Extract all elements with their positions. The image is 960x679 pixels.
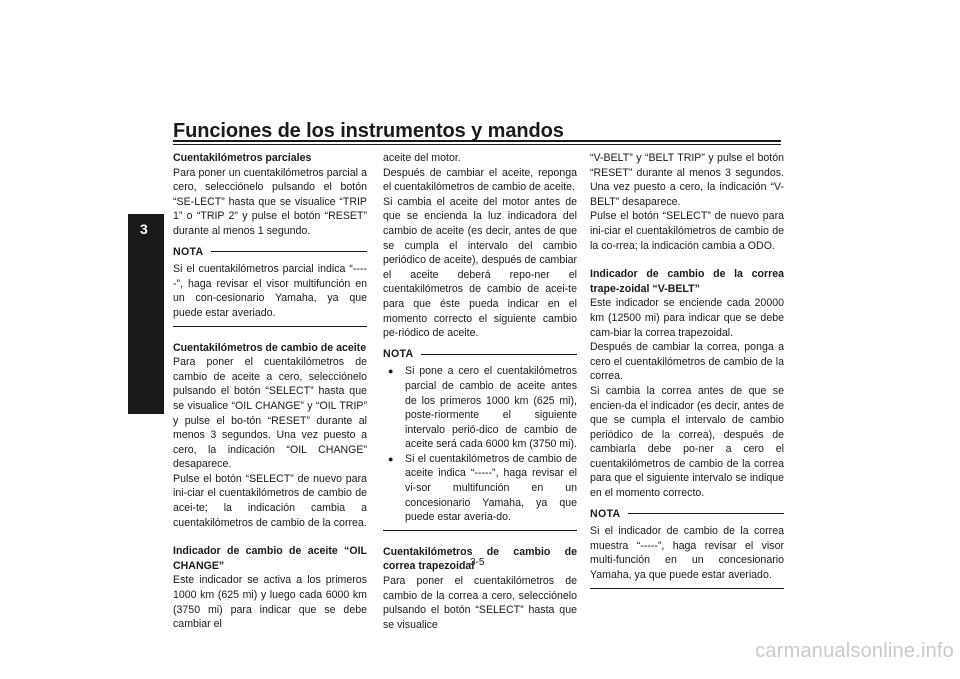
section-heading-belt-trip: Cuentakilómetros de cambio de correa tra… bbox=[383, 545, 577, 573]
section-heading-oil-trip: Cuentakilómetros de cambio de aceite bbox=[173, 341, 367, 354]
note-header: NOTA bbox=[173, 245, 367, 260]
paragraph-oil-indicator: Este indicador se activa a los primeros … bbox=[173, 574, 367, 631]
note-bullet-item: ●Si pone a cero el cuentakilómetros parc… bbox=[388, 365, 577, 451]
note-box-trip: NOTA Si el cuentakilómetros parcial indi… bbox=[173, 245, 367, 327]
watermark-text: carmanualsonline.info bbox=[755, 640, 954, 662]
note-label: NOTA bbox=[173, 245, 204, 258]
column-1: Cuentakilómetros parciales Para poner un… bbox=[173, 151, 367, 632]
column-3: “V-BELT” y “BELT TRIP” y pulse el botón … bbox=[590, 151, 784, 595]
page-number: 3-5 bbox=[470, 557, 485, 568]
chapter-tab bbox=[128, 214, 164, 414]
title-rule-thin bbox=[173, 144, 781, 145]
paragraph-oil-select: Pulse el botón “SELECT” de nuevo para in… bbox=[173, 472, 367, 529]
title-rule bbox=[173, 140, 781, 142]
note-bullet-item: ●Si el cuentakilómetros de cambio de ace… bbox=[388, 452, 577, 524]
paragraph-oil-continued: aceite del motor. bbox=[383, 152, 461, 164]
note-header: NOTA bbox=[590, 507, 784, 522]
paragraph-oil-after-change: Después de cambiar el aceite, reponga el… bbox=[383, 166, 577, 194]
paragraph-belt-continued: “V-BELT” y “BELT TRIP” y pulse el botón … bbox=[590, 152, 784, 208]
section-heading-trip: Cuentakilómetros parciales bbox=[173, 152, 312, 164]
bullet-icon: ● bbox=[388, 366, 394, 377]
chapter-number: 3 bbox=[140, 221, 148, 237]
paragraph-trip: Para poner un cuentakilómetros parcial a… bbox=[173, 166, 367, 237]
note-text-vbelt: Si el indicador de cambio de la correa m… bbox=[590, 525, 784, 582]
paragraph-oil-reset: Para poner el cuentakilómetros de cambio… bbox=[173, 356, 367, 471]
note-rule bbox=[628, 513, 784, 515]
page-title: Funciones de los instrumentos y mandos bbox=[173, 120, 564, 142]
note-box-oil: NOTA ●Si pone a cero el cuentakilómetros… bbox=[383, 347, 577, 531]
note-box-vbelt: NOTA Si el indicador de cambio de la cor… bbox=[590, 507, 784, 589]
paragraph-belt-select: Pulse el botón “SELECT” de nuevo para in… bbox=[590, 210, 784, 252]
paragraph-oil-early-change: Si cambia el aceite del motor antes de q… bbox=[383, 195, 577, 340]
paragraph-belt-reset: Para poner el cuentakilómetros de cambio… bbox=[383, 575, 577, 631]
note-header: NOTA bbox=[383, 347, 577, 362]
bullet-icon: ● bbox=[388, 453, 394, 464]
note-rule bbox=[211, 251, 367, 253]
section-heading-oil-indicator: Indicador de cambio de aceite “OIL CHANG… bbox=[173, 545, 367, 572]
section-heading-vbelt-indicator: Indicador de cambio de la correa trape-z… bbox=[590, 268, 784, 295]
note-rule bbox=[421, 353, 577, 355]
note-bullet-list: ●Si pone a cero el cuentakilómetros parc… bbox=[383, 364, 577, 525]
paragraph-vbelt-interval: Este indicador se enciende cada 20000 km… bbox=[590, 297, 784, 339]
paragraph-vbelt-after-change: Después de cambiar la correa, ponga a ce… bbox=[590, 341, 784, 383]
paragraph-vbelt-early-change: Si cambia la correa antes de que se enci… bbox=[590, 384, 784, 500]
note-text-trip: Si el cuentakilómetros parcial indica “-… bbox=[173, 263, 367, 319]
note-label: NOTA bbox=[590, 507, 621, 520]
column-2: aceite del motor. Después de cambiar el … bbox=[383, 151, 577, 632]
note-label: NOTA bbox=[383, 347, 414, 360]
